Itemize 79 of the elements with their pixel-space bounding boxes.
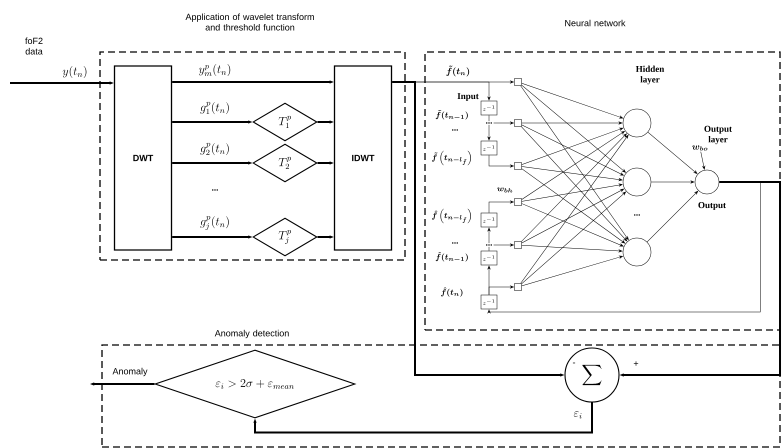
arrow xyxy=(646,190,698,242)
text-label: $\hat f(t_n)$ xyxy=(441,287,462,297)
text-label: ... xyxy=(452,242,458,244)
arrow xyxy=(253,402,593,434)
delay-box: $z^{-1}$ xyxy=(480,140,498,156)
text-label: Hidden layer xyxy=(636,66,664,84)
text-label: Input xyxy=(458,93,479,101)
text-label: ... xyxy=(634,214,640,216)
arrow xyxy=(522,83,624,119)
text-label: Output xyxy=(698,202,726,210)
arrow xyxy=(493,244,514,246)
arrow xyxy=(522,244,622,252)
text-label: $\tilde f\left(t_{n-l_{\tilde f}}\right)$ xyxy=(432,150,471,166)
neuron-circle xyxy=(622,238,652,266)
arrow xyxy=(522,124,624,176)
delay-box: $z^{-1}$ xyxy=(480,212,498,228)
edge-label: - xyxy=(572,362,576,366)
ellipsis-text: ... xyxy=(484,121,494,125)
input-square xyxy=(514,241,522,249)
delay-box: $z^{-1}$ xyxy=(480,100,498,116)
arrow xyxy=(522,203,624,246)
neuron-circle xyxy=(622,168,652,196)
edge-label: Anomaly xyxy=(112,366,148,378)
text-label: ... xyxy=(212,189,218,191)
neuron-circle xyxy=(694,170,720,194)
text-label: $\tilde f(t_{n-1})$ xyxy=(436,110,468,120)
arrow xyxy=(522,192,626,284)
arrow xyxy=(522,131,625,200)
arrow xyxy=(493,122,514,124)
edge-label: $\tilde f(t_n)$ xyxy=(444,64,472,78)
arrow xyxy=(522,166,622,182)
arrow xyxy=(522,84,626,173)
arrow xyxy=(488,266,490,295)
arrow xyxy=(648,132,698,174)
text-label: ... xyxy=(452,129,458,131)
group-heading: Neural network xyxy=(565,20,626,26)
input-square xyxy=(514,162,522,170)
input-square xyxy=(514,119,522,127)
edge-label: $g_j^p(t_n)$ xyxy=(199,215,231,231)
text-label: foF2 data xyxy=(25,37,43,55)
process-box: IDWT xyxy=(334,65,392,251)
arrow xyxy=(488,182,760,314)
beside-label: $\varepsilon_i$ xyxy=(574,411,582,419)
delay-box: $z^{-1}$ xyxy=(480,294,498,310)
arrow xyxy=(488,155,514,168)
arrow xyxy=(651,180,694,184)
weight-label: $w_{bo}$ xyxy=(692,145,708,151)
connector-line xyxy=(488,246,490,251)
arrow xyxy=(488,124,490,140)
arrow xyxy=(522,128,624,165)
edge-label: + xyxy=(632,360,640,368)
edge-label: $y_m^p(t_n)$ xyxy=(198,63,232,77)
text-label: Output layer xyxy=(704,126,732,144)
edge-label: $y(t_n)$ xyxy=(61,65,89,79)
arrow xyxy=(520,134,628,284)
arrow xyxy=(522,188,624,244)
input-square xyxy=(514,198,522,206)
edge-label: $g_1^p(t_n)$ xyxy=(199,100,231,116)
arrow xyxy=(522,168,626,244)
input-square xyxy=(514,283,522,291)
arrow xyxy=(488,228,490,244)
arrow xyxy=(520,86,629,240)
delay-box: $z^{-1}$ xyxy=(480,250,498,266)
process-box: DWT xyxy=(114,65,172,251)
group-heading: Application of wavelet transform and threshold function xyxy=(186,13,314,31)
arrow xyxy=(522,256,623,286)
text-label: $\hat f(t_{n-1})$ xyxy=(436,252,468,262)
edge-label: $g_2^p(t_n)$ xyxy=(199,142,231,156)
ellipsis-text: ... xyxy=(484,243,494,247)
arrow xyxy=(522,122,622,124)
arrow xyxy=(522,184,623,202)
arrow xyxy=(700,151,706,170)
input-square xyxy=(514,78,522,86)
text-label: $\hat f\left(t_{n-l_{\hat f}}\right)$ xyxy=(432,208,471,224)
connector-line xyxy=(488,115,490,122)
arrow xyxy=(488,200,514,213)
text-label: $w_{bh}$ xyxy=(497,187,512,192)
neuron-circle xyxy=(622,108,652,138)
group-heading: Anomaly detection xyxy=(214,330,289,338)
